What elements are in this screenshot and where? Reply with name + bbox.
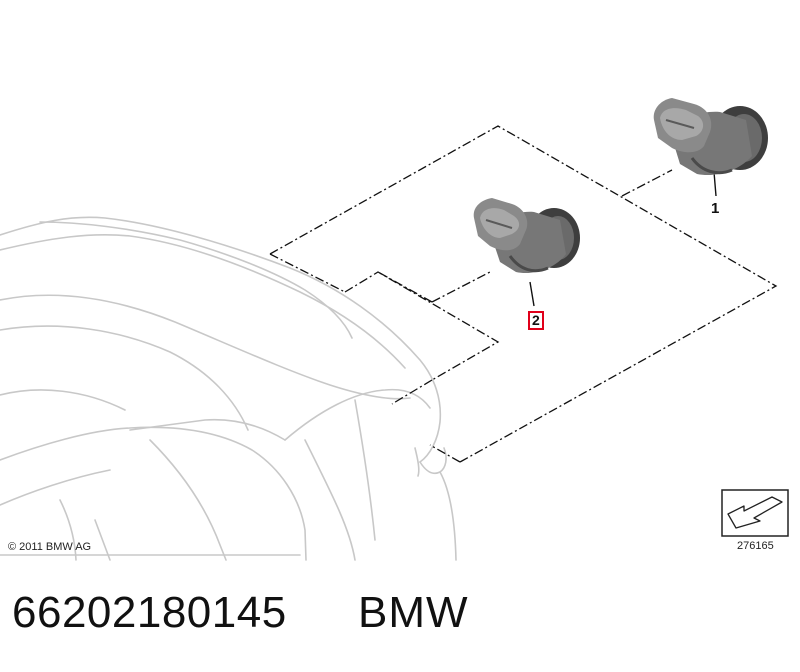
car-outline [0,216,457,561]
parking-sensor-2 [473,198,580,274]
callout-label-2-highlighted: 2 [528,311,544,330]
arrow-reference-icon [721,489,789,537]
copyright-notice: © 2011 BMW AG [8,541,92,553]
callout-label-1: 1 [711,200,720,217]
diagram-number: 276165 [737,540,774,552]
leader-lines [269,125,778,463]
brand-name: BMW [358,588,469,637]
callout-leaders [529,171,717,307]
part-number: 66202180145 [12,588,287,637]
parking-sensor-1 [653,98,768,176]
